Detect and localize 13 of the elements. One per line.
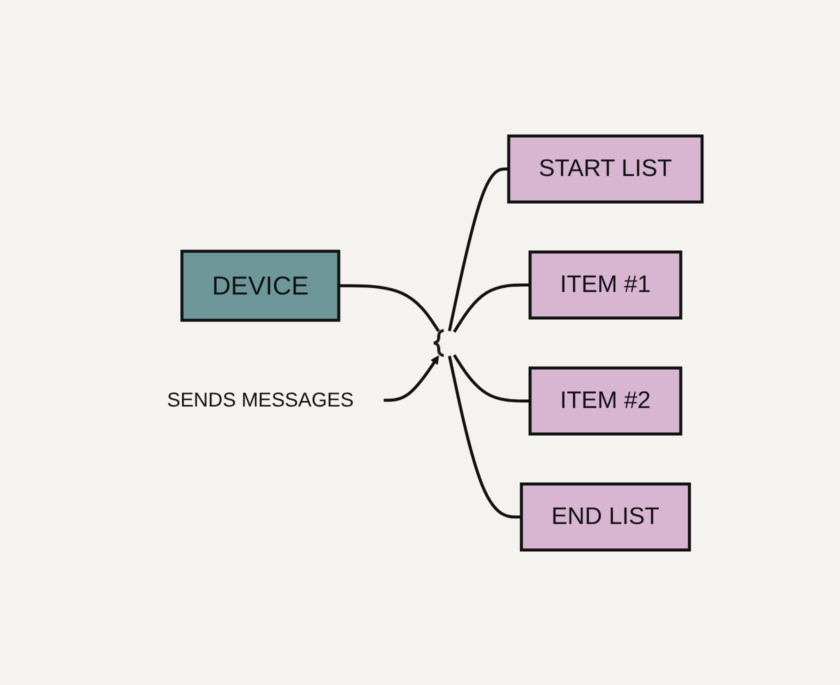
node-box: END LIST: [520, 482, 692, 551]
connector: [453, 354, 530, 402]
connector: [448, 167, 510, 331]
node-text: SENDS MESSAGES: [167, 388, 354, 411]
node-brace: [432, 328, 446, 356]
connector: [448, 355, 522, 518]
connector: [453, 283, 530, 332]
node-box: ITEM #1: [529, 250, 683, 319]
arrow: [384, 355, 440, 402]
node-box: ITEM #2: [529, 366, 683, 435]
connector: [339, 284, 440, 332]
node-box: START LIST: [508, 134, 704, 203]
node-box: DEVICE: [180, 249, 341, 322]
